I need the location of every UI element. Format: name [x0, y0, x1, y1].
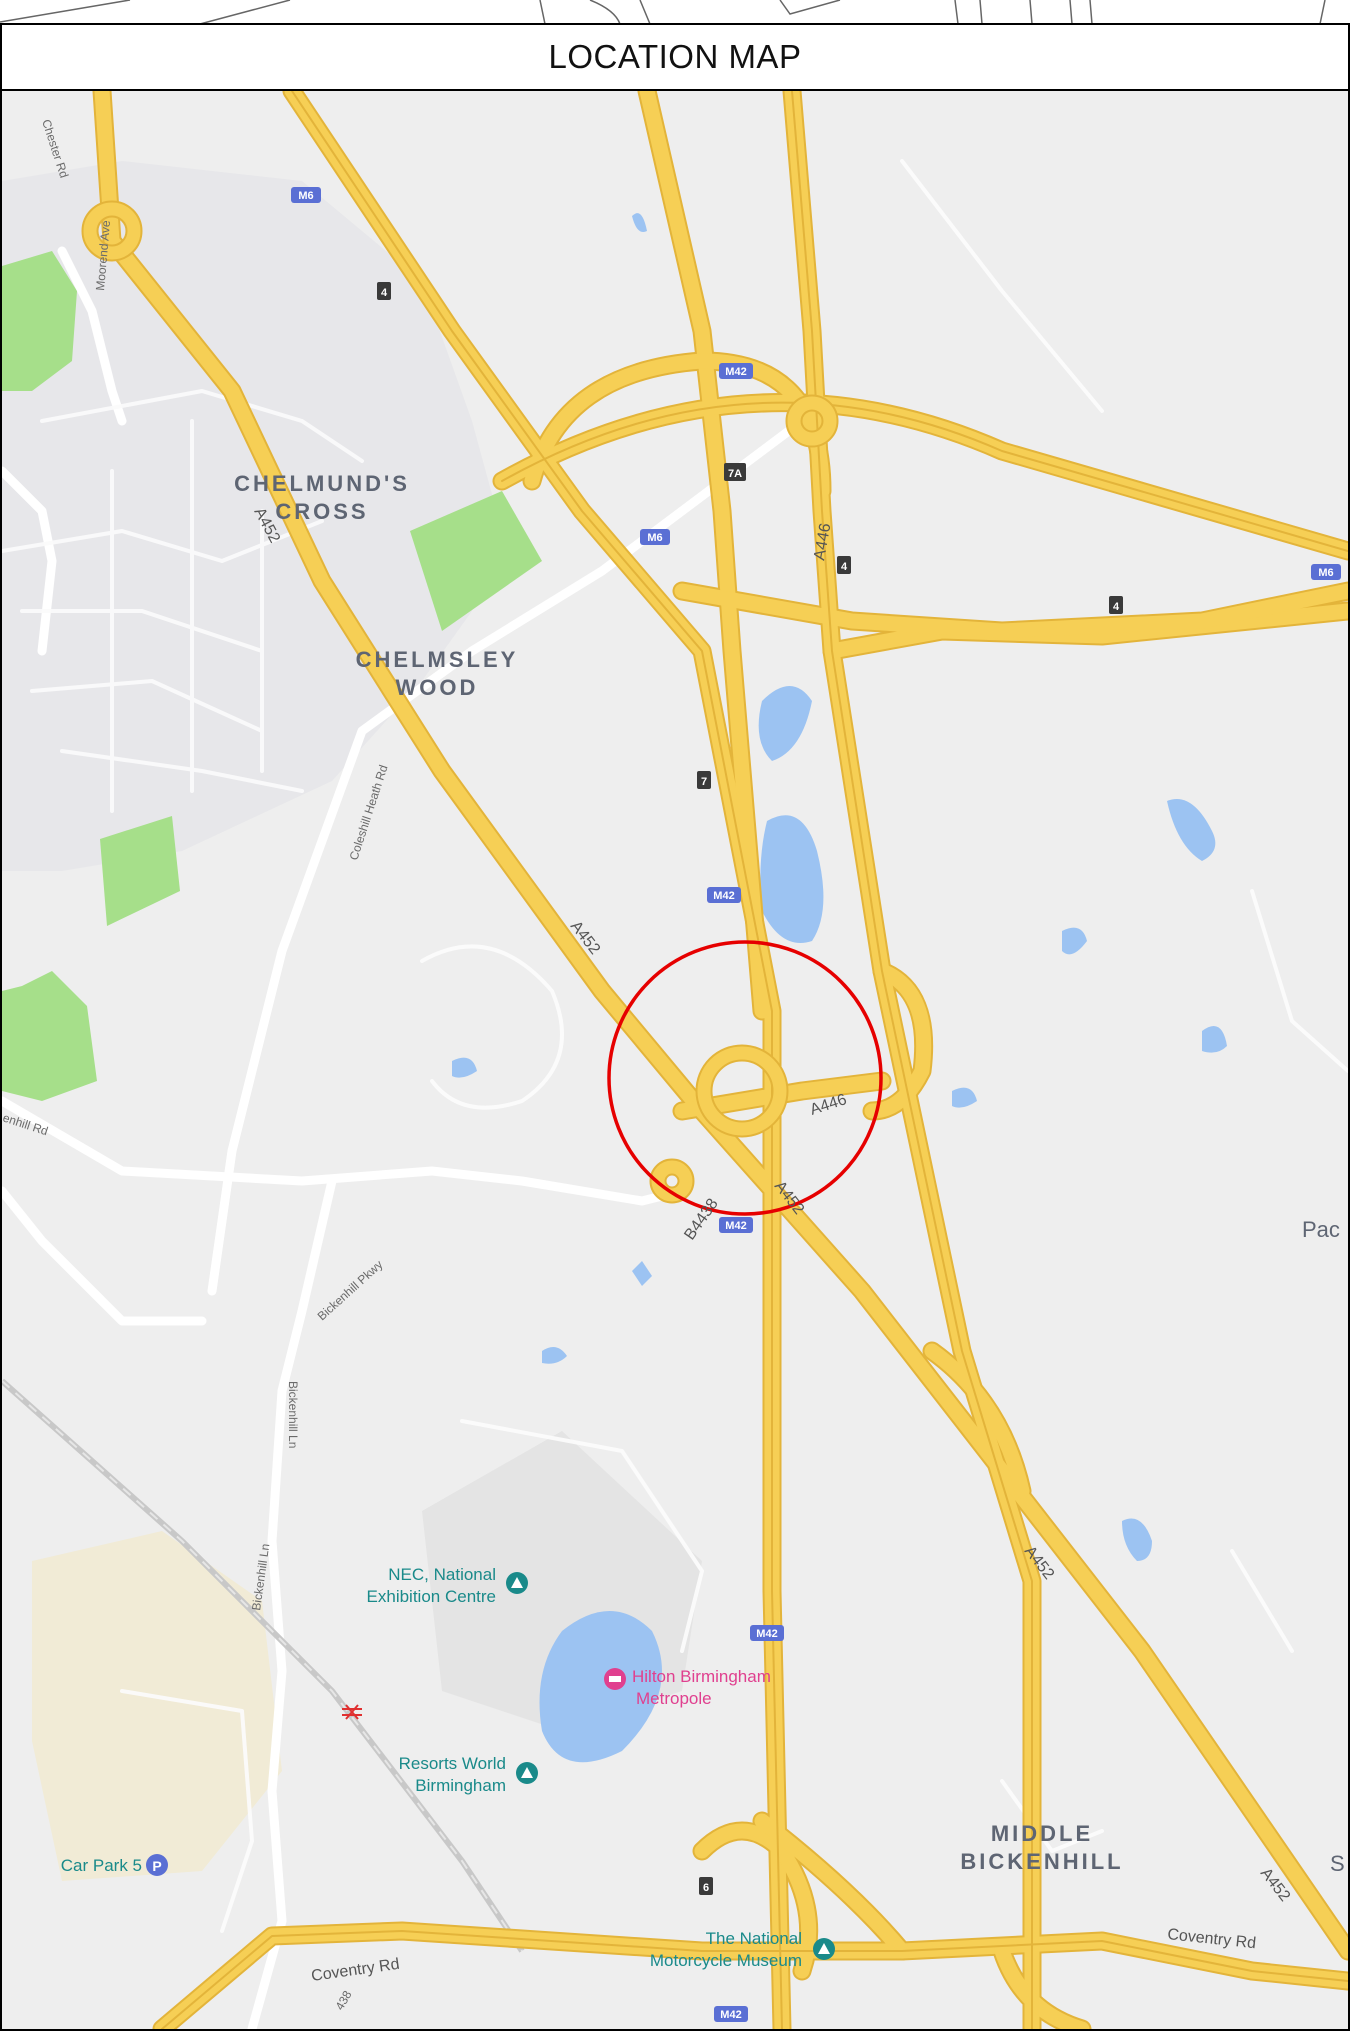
junction-badge-7a: 7A: [728, 468, 742, 480]
poi-label-hilton: Hilton Birmingham: [632, 1667, 771, 1686]
edge-place-fragment: S: [1330, 1851, 1345, 1876]
minor-roads: [2, 159, 1348, 2029]
poi-label-motorcycle-museum: Motorcycle Museum: [650, 1951, 802, 1970]
railway: [2, 1378, 525, 1953]
place-label-chelmunds: CHELMUND'S: [234, 471, 410, 496]
building-icon: [818, 1943, 830, 1954]
urban-area: [2, 161, 502, 871]
railway-station-icon: [342, 1704, 362, 1720]
parking-icon[interactable]: [146, 1854, 168, 1876]
junction-badge-4: 4: [1113, 601, 1120, 613]
road-label-a446: A446: [811, 522, 834, 562]
place-label-chelmsley: CHELMSLEY: [356, 647, 519, 672]
edge-place-fragment: Pac: [1302, 1217, 1340, 1242]
place-label-middle: MIDDLE: [991, 1821, 1093, 1846]
motorway-badge-m42: M42: [713, 890, 734, 902]
location-map[interactable]: CHELMUND'S CROSS CHELMSLEY WOOD MIDDLE B…: [2, 91, 1348, 2029]
road-label-bickenhill-ln: Bickenhill Ln: [286, 1381, 300, 1448]
map-edge-strip: [0, 0, 1352, 24]
motorway-badge-m42: M42: [725, 366, 746, 378]
motorway-badge-m42: M42: [720, 2009, 741, 2021]
place-label-bickenhill: BICKENHILL: [960, 1849, 1123, 1874]
motorway-badge-m6: M6: [298, 190, 313, 202]
major-roads: [81, 91, 1348, 2029]
place-label-cross: CROSS: [275, 499, 368, 524]
junction-badge-7: 7: [701, 776, 707, 788]
bed-icon: [609, 1676, 621, 1682]
poi-label-hilton: Metropole: [636, 1689, 712, 1708]
road-label-moorend-ave: Moorend Ave: [93, 219, 113, 291]
building-icon: [521, 1767, 533, 1778]
site-location-circle: [607, 940, 883, 1216]
map-frame: LOCATION MAP: [0, 23, 1350, 2031]
poi-label-motorcycle-museum: The National: [706, 1929, 802, 1948]
place-label-wood: WOOD: [396, 675, 479, 700]
motorway-badge-m6: M6: [1318, 567, 1333, 579]
motorway-badge-m42: M42: [756, 1628, 777, 1640]
poi-label-car-park: Car Park 5: [61, 1856, 142, 1875]
parking-glyph: P: [152, 1858, 161, 1874]
title-bar: LOCATION MAP: [2, 25, 1348, 91]
motorway-badge-m42: M42: [725, 1220, 746, 1232]
junction-badge-4: 4: [381, 287, 388, 299]
water-bodies: [452, 213, 1227, 1763]
poi-label-nec: Exhibition Centre: [367, 1587, 496, 1606]
airport-area: [32, 1531, 282, 1881]
park-areas: [2, 251, 542, 1101]
motorway-badge-m6: M6: [647, 532, 662, 544]
junction-badge-4: 4: [841, 561, 848, 573]
poi-label-nec: NEC, National: [388, 1565, 496, 1584]
building-icon: [511, 1577, 523, 1588]
poi-label-resorts-world: Birmingham: [415, 1776, 506, 1795]
page-title: LOCATION MAP: [548, 38, 802, 75]
poi-label-resorts-world: Resorts World: [399, 1754, 506, 1773]
junction-badge-6: 6: [703, 1882, 709, 1894]
